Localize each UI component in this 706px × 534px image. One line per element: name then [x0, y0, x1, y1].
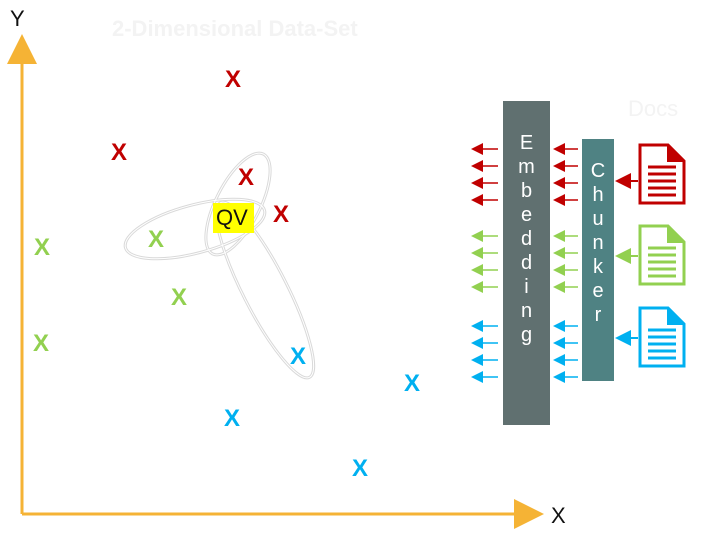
vertical-letter: e [520, 204, 533, 226]
red-point: X [224, 66, 242, 93]
vertical-letter: r [594, 304, 602, 326]
blue-point: X [223, 405, 241, 432]
green-document-icon [638, 224, 686, 286]
vertical-letter: i [524, 276, 529, 298]
vertical-letter: g [520, 324, 533, 346]
red-point: X [237, 164, 255, 191]
x-axis-label: X [551, 503, 566, 528]
vertical-letter: d [520, 228, 533, 250]
diagram-title: 2-Dimensional Data-Set [112, 16, 358, 41]
vertical-letter: e [592, 280, 604, 302]
green-point: X [32, 330, 50, 357]
green-point: X [170, 284, 188, 311]
chunker-to-embedding-arrows [553, 143, 578, 383]
blue-point: X [403, 370, 421, 397]
vertical-letter: h [592, 184, 604, 206]
red-point: X [110, 139, 128, 166]
blue-point: X [289, 343, 307, 370]
docs-label: Docs [628, 96, 679, 121]
green-point: X [147, 226, 165, 253]
vertical-letter: n [520, 300, 533, 322]
embedding-output-arrows [471, 143, 498, 383]
green-point: X [33, 234, 51, 261]
vertical-letter: d [520, 252, 533, 274]
query-vector-label: QV [213, 203, 254, 233]
vertical-letter: b [520, 180, 533, 202]
blue-point: X [351, 455, 369, 482]
red-point: X [272, 201, 290, 228]
vertical-letter: k [593, 256, 603, 278]
vertical-letter: u [592, 208, 604, 230]
blue-document-icon [638, 306, 686, 368]
y-axis-label: Y [10, 6, 25, 31]
vertical-letter: m [518, 156, 535, 178]
red-document-icon [638, 143, 686, 205]
vertical-letter: C [590, 160, 606, 182]
vertical-letter: n [592, 232, 604, 254]
vertical-letter: E [519, 132, 534, 154]
